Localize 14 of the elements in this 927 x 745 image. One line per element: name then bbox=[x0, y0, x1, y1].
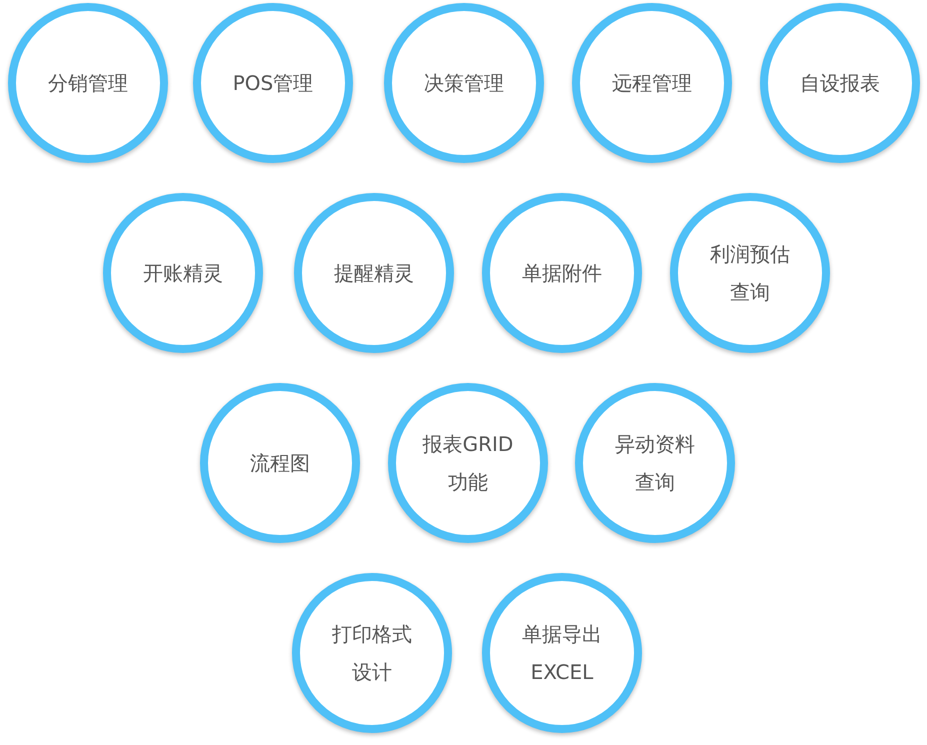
node-label: 异动资料查询 bbox=[614, 431, 696, 496]
node-label: 决策管理 bbox=[423, 70, 505, 97]
node-label: POS管理 bbox=[232, 70, 314, 97]
node-label: 打印格式设计 bbox=[331, 621, 413, 686]
node-label: 远程管理 bbox=[611, 70, 693, 97]
node-label: 开账精灵 bbox=[142, 260, 224, 287]
node-label: 分销管理 bbox=[47, 70, 129, 97]
node-label: 单据导出EXCEL bbox=[521, 621, 603, 686]
node-label: 提醒精灵 bbox=[333, 260, 415, 287]
node-label: 报表GRID功能 bbox=[422, 431, 514, 496]
node-label: 利润预估查询 bbox=[709, 241, 791, 306]
node-label: 单据附件 bbox=[521, 260, 603, 287]
node-label: 流程图 bbox=[249, 450, 311, 477]
node-label: 自设报表 bbox=[799, 70, 881, 97]
